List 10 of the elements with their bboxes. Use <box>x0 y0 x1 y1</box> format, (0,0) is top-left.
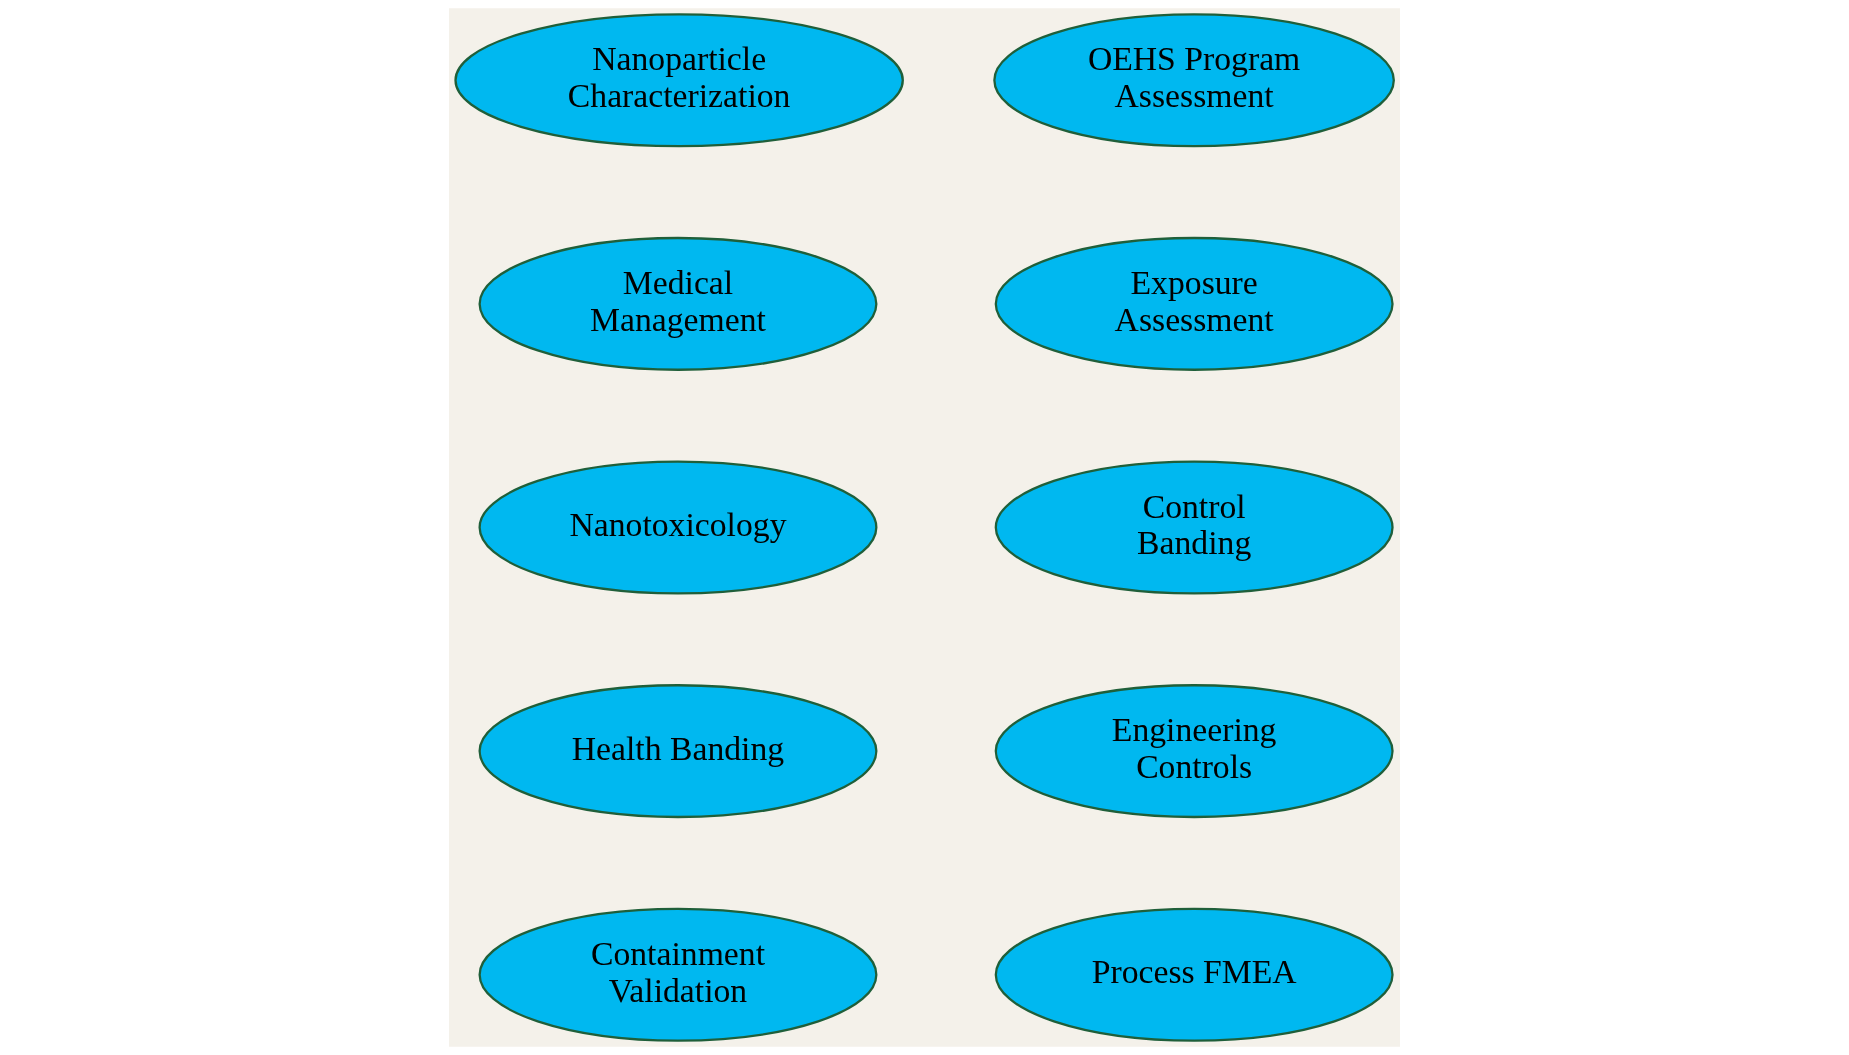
node-ellipse: Nanoparticle Characterization <box>454 13 904 148</box>
node-ellipse: Control Banding <box>994 460 1394 595</box>
node-ellipse: Health Banding <box>478 684 878 819</box>
node-ellipse: Exposure Assessment <box>994 236 1394 371</box>
node-ellipse: Nanotoxicology <box>478 460 878 595</box>
node-ellipse: OEHS Program Assessment <box>993 13 1395 148</box>
node-ellipse: Process FMEA <box>994 907 1394 1042</box>
node-ellipse: Engineering Controls <box>994 684 1394 819</box>
node-ellipse: Medical Management <box>478 236 878 371</box>
node-ellipse: Containment Validation <box>478 907 878 1042</box>
